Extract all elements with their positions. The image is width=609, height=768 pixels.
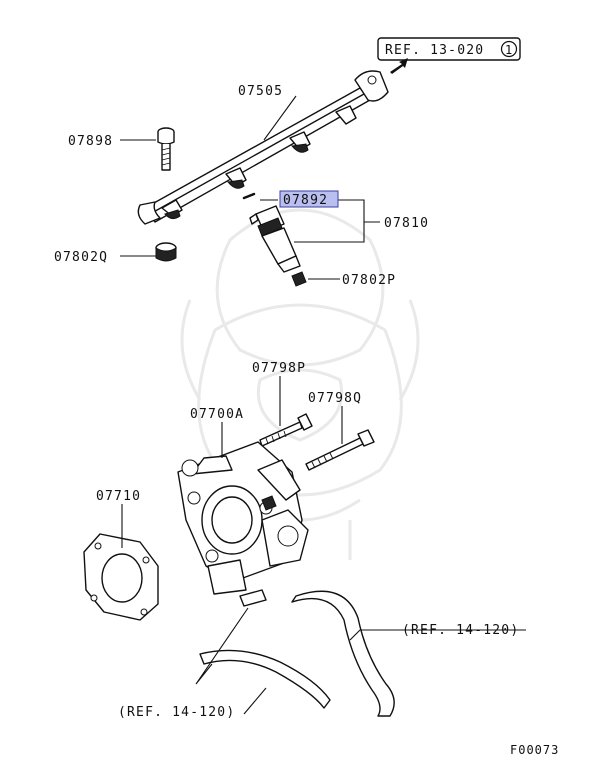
ref-13-020-label: REF. 13-020: [385, 43, 484, 58]
label-07898[interactable]: 07898: [68, 134, 113, 149]
leader-ref-14-120-right: [349, 629, 526, 641]
label-ref-14-120-left[interactable]: (REF. 14-120): [118, 705, 235, 720]
bolt-07798Q[interactable]: [305, 429, 375, 471]
label-ref-14-120-right[interactable]: (REF. 14-120): [402, 623, 519, 638]
throttle-body-07700A[interactable]: [177, 441, 309, 595]
ref-13-020-number: 1: [505, 43, 513, 57]
label-07798Q[interactable]: 07798Q: [308, 391, 362, 406]
spacer-07802Q[interactable]: [155, 242, 177, 262]
label-07802Q[interactable]: 07802Q: [54, 250, 108, 265]
hose-left[interactable]: [199, 589, 331, 709]
label-07892[interactable]: 07892: [283, 193, 328, 208]
seal-07802P[interactable]: [291, 271, 307, 287]
direction-arrow-icon: [390, 58, 408, 74]
label-07810[interactable]: 07810: [384, 216, 429, 231]
label-07798P[interactable]: 07798P: [252, 361, 306, 376]
hose-right[interactable]: [291, 590, 395, 717]
ref-number-circle: [500, 40, 518, 58]
leader-ref-14-120-left: [195, 607, 249, 685]
label-07700A[interactable]: 07700A: [190, 407, 244, 422]
bolt-07798P[interactable]: [259, 413, 313, 447]
leader-ref-14-120-left-hose: [243, 687, 267, 715]
o-ring-07892[interactable]: [242, 192, 256, 200]
fuel-rail[interactable]: [137, 70, 389, 225]
label-07802P[interactable]: 07802P: [342, 273, 396, 288]
leader-07505: [263, 95, 297, 141]
ref-box: [377, 37, 521, 61]
label-07505[interactable]: 07505: [238, 84, 283, 99]
highlight-07892: [279, 190, 339, 208]
leader-07810: [294, 199, 380, 243]
label-07710[interactable]: 07710: [96, 489, 141, 504]
figure-code: F00073: [510, 743, 559, 757]
ref-13-020-callout[interactable]: REF. 13-020 1: [377, 37, 521, 61]
bolt-07898[interactable]: [157, 127, 175, 171]
injector-07810[interactable]: [249, 205, 301, 273]
gasket-07710[interactable]: [83, 533, 159, 621]
